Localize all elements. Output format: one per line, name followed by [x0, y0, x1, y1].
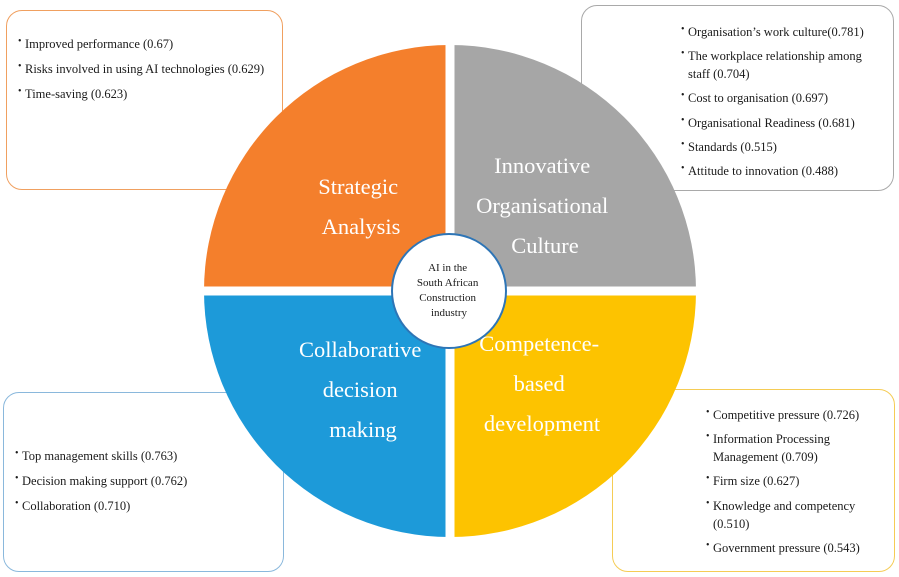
list-item: Attitude to innovation (0.488) — [681, 162, 883, 180]
list-item: Improved performance (0.67) — [18, 35, 270, 53]
competence-development-quadrant — [450, 291, 696, 537]
collaborative-decision-label: Collaborative decision making — [299, 337, 427, 442]
list-item: Standards (0.515) — [681, 138, 883, 156]
list-item: Firm size (0.627) — [706, 472, 884, 490]
list-item: Risks involved in using AI technologies … — [18, 60, 270, 78]
organisational-culture-quadrant — [450, 45, 696, 291]
list-item: Information Processing Management (0.709… — [706, 430, 884, 466]
list-item: Decision making support (0.762) — [15, 472, 273, 490]
center-label: AI in the South African Construction ind… — [417, 262, 481, 319]
collaborative-decision-quadrant — [204, 291, 450, 537]
organisational-culture-label: Innovative Organisational Culture — [476, 153, 614, 258]
list-item: Top management skills (0.763) — [15, 447, 273, 465]
list-item: Organisation’s work culture(0.781) — [681, 23, 883, 41]
strategic-analysis-label: Strategic Analysis — [318, 174, 404, 239]
list-item: Organisational Readiness (0.681) — [681, 114, 883, 132]
list-item: Cost to organisation (0.697) — [681, 89, 883, 107]
strategic-analysis-factors-box: Improved performance (0.67) Risks involv… — [6, 10, 283, 190]
center-circle — [391, 233, 507, 349]
list-item: Time-saving (0.623) — [18, 85, 270, 103]
collaborative-decision-factor-list: Top management skills (0.763) Decision m… — [15, 447, 273, 515]
competence-development-factor-list: Competitive pressure (0.726) Information… — [706, 406, 884, 557]
list-item: Competitive pressure (0.726) — [706, 406, 884, 424]
list-item: Knowledge and competency (0.510) — [706, 497, 884, 533]
list-item: Government pressure (0.543) — [706, 539, 884, 557]
strategic-analysis-factor-list: Improved performance (0.67) Risks involv… — [18, 35, 270, 103]
strategic-analysis-quadrant — [204, 45, 450, 291]
collaborative-decision-factors-box: Top management skills (0.763) Decision m… — [3, 392, 284, 572]
list-item: Collaboration (0.710) — [15, 497, 273, 515]
competence-development-label: Competence- based development — [479, 331, 605, 436]
organisational-culture-factor-list: Organisation’s work culture(0.781) The w… — [681, 23, 883, 180]
list-item: The workplace relationship among staff (… — [681, 47, 883, 83]
